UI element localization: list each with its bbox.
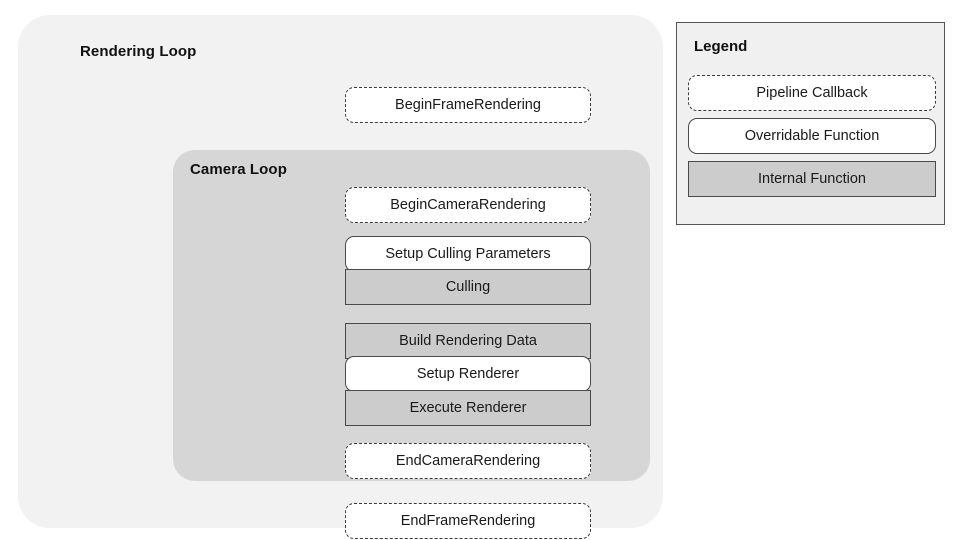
legend-item-pipeline-callback: Pipeline Callback [688,75,936,111]
legend-item-internal-function: Internal Function [688,161,936,197]
rendering-loop-title: Rendering Loop [80,43,197,60]
legend-panel: Legend Pipeline Callback Overridable Fun… [676,22,945,225]
node-culling[interactable]: Culling [345,269,591,305]
node-end-frame-rendering[interactable]: EndFrameRendering [345,503,591,539]
legend-item-overridable-function: Overridable Function [688,118,936,154]
node-begin-frame-rendering[interactable]: BeginFrameRendering [345,87,591,123]
node-build-rendering-data[interactable]: Build Rendering Data [345,323,591,359]
legend-title: Legend [694,38,748,55]
node-setup-culling-parameters[interactable]: Setup Culling Parameters [345,236,591,272]
node-begin-camera-rendering[interactable]: BeginCameraRendering [345,187,591,223]
node-end-camera-rendering[interactable]: EndCameraRendering [345,443,591,479]
node-execute-renderer[interactable]: Execute Renderer [345,390,591,426]
camera-loop-title: Camera Loop [190,161,287,178]
node-setup-renderer[interactable]: Setup Renderer [345,356,591,392]
